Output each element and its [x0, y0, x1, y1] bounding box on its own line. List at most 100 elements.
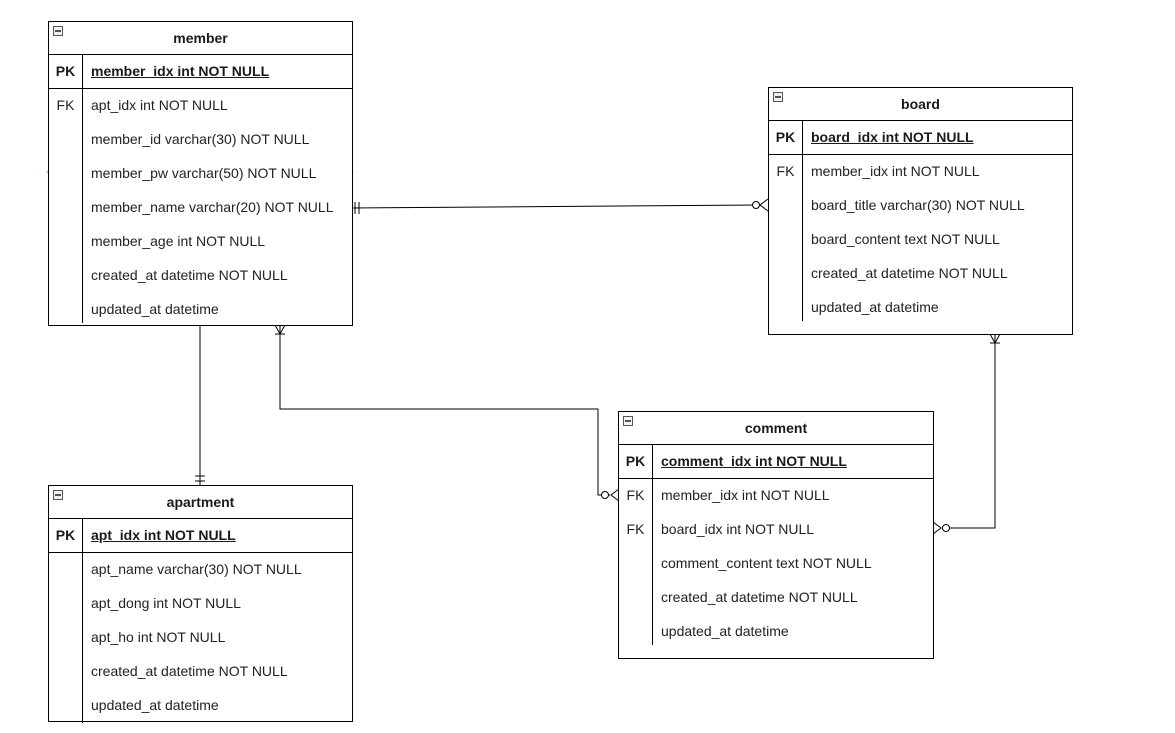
key-label — [49, 191, 82, 225]
attribute-row: board_title varchar(30) NOT NULL — [769, 189, 1072, 223]
attribute-row: updated_at datetime — [49, 689, 352, 723]
attribute-name: board_idx int NOT NULL — [661, 521, 815, 537]
zero-marker — [942, 524, 950, 532]
key-label — [49, 689, 82, 723]
pk-label: PK — [625, 453, 646, 469]
attribute-row: updated_at datetime — [49, 293, 352, 327]
attribute-name: comment_content text NOT NULL — [661, 555, 872, 571]
attribute-row: FK member_idx int NOT NULL — [619, 479, 933, 513]
attribute-row: apt_dong int NOT NULL — [49, 587, 352, 621]
entity-header: board — [769, 88, 1072, 121]
pk-attribute: member_idx int NOT NULL — [91, 63, 270, 79]
fk-label: FK — [56, 97, 75, 113]
attribute-name: updated_at datetime — [661, 623, 789, 639]
attribute-row: FK apt_idx int NOT NULL — [49, 89, 352, 123]
attribute-name: apt_dong int NOT NULL — [91, 595, 241, 611]
collapse-icon[interactable] — [53, 490, 63, 500]
attribute-row: FK board_idx int NOT NULL — [619, 513, 933, 547]
attribute-row: member_age int NOT NULL — [49, 225, 352, 259]
attribute-row: apt_ho int NOT NULL — [49, 621, 352, 655]
attribute-row: created_at datetime NOT NULL — [49, 259, 352, 293]
attribute-list: FK apt_idx int NOT NULL member_id varcha… — [49, 89, 352, 327]
key-label — [619, 615, 652, 649]
key-label — [619, 547, 652, 581]
entity-header: member — [49, 22, 352, 55]
zero-marker — [601, 491, 609, 499]
key-label — [49, 123, 82, 157]
entity-title: board — [901, 96, 940, 112]
entity-comment[interactable]: comment PK comment_idx int NOT NULL FK m… — [618, 411, 934, 659]
attribute-name: updated_at datetime — [91, 301, 219, 317]
relationship-board-comment[interactable] — [932, 333, 1001, 535]
pk-attribute: board_idx int NOT NULL — [811, 129, 974, 145]
attribute-list: apt_name varchar(30) NOT NULL apt_dong i… — [49, 553, 352, 723]
attribute-name: apt_name varchar(30) NOT NULL — [91, 561, 302, 577]
attribute-name: updated_at datetime — [811, 299, 939, 315]
attribute-row: created_at datetime NOT NULL — [619, 581, 933, 615]
key-label — [619, 581, 652, 615]
crowfoot-marker — [759, 198, 769, 212]
pk-label: PK — [55, 63, 76, 79]
crowfoot-marker — [932, 521, 942, 535]
key-label — [769, 223, 802, 257]
attribute-name: created_at datetime NOT NULL — [661, 589, 858, 605]
key-label — [769, 257, 802, 291]
attribute-name: apt_ho int NOT NULL — [91, 629, 226, 645]
relationship-member-comment[interactable] — [274, 324, 620, 502]
key-label — [769, 291, 802, 325]
entity-title: comment — [744, 420, 808, 436]
relationship-member-board[interactable] — [351, 198, 769, 214]
attribute-name: member_id varchar(30) NOT NULL — [91, 131, 310, 147]
pk-label: PK — [775, 129, 796, 145]
entity-member[interactable]: member PK member_idx int NOT NULL FK apt… — [48, 21, 353, 326]
attribute-row: board_content text NOT NULL — [769, 223, 1072, 257]
entity-board[interactable]: board PK board_idx int NOT NULL FK membe… — [768, 87, 1073, 335]
attribute-list: FK member_idx int NOT NULL FK board_idx … — [619, 479, 933, 649]
pk-attribute: comment_idx int NOT NULL — [661, 453, 847, 469]
zero-marker — [752, 201, 760, 209]
attribute-name: member_idx int NOT NULL — [811, 163, 980, 179]
attribute-row: member_name varchar(20) NOT NULL — [49, 191, 352, 225]
key-label — [49, 587, 82, 621]
attribute-name: board_content text NOT NULL — [811, 231, 1000, 247]
collapse-icon[interactable] — [773, 92, 783, 102]
attribute-name: created_at datetime NOT NULL — [91, 663, 288, 679]
attribute-name: member_pw varchar(50) NOT NULL — [91, 165, 317, 181]
key-label — [769, 189, 802, 223]
attribute-name: updated_at datetime — [91, 697, 219, 713]
attribute-name: member_name varchar(20) NOT NULL — [91, 199, 334, 215]
entity-apartment[interactable]: apartment PK apt_idx int NOT NULL apt_na… — [48, 485, 353, 723]
key-label — [49, 293, 82, 327]
collapse-icon[interactable] — [53, 26, 63, 36]
pk-label: PK — [55, 527, 76, 543]
primary-key-row: PK apt_idx int NOT NULL — [49, 519, 352, 553]
crowfoot-marker — [610, 488, 620, 502]
relationship-member-apartment[interactable] — [195, 325, 205, 486]
key-label — [49, 655, 82, 689]
key-label — [49, 621, 82, 655]
entity-header: apartment — [49, 486, 352, 519]
attribute-name: member_age int NOT NULL — [91, 233, 266, 249]
entity-title: apartment — [166, 494, 235, 510]
attribute-row: updated_at datetime — [619, 615, 933, 649]
key-label — [49, 157, 82, 191]
fk-label: FK — [626, 521, 645, 537]
attribute-row: updated_at datetime — [769, 291, 1072, 325]
primary-key-row: PK member_idx int NOT NULL — [49, 55, 352, 89]
primary-key-row: PK comment_idx int NOT NULL — [619, 445, 933, 479]
attribute-name: created_at datetime NOT NULL — [91, 267, 288, 283]
attribute-list: FK member_idx int NOT NULL board_title v… — [769, 155, 1072, 325]
attribute-name: created_at datetime NOT NULL — [811, 265, 1008, 281]
attribute-row: created_at datetime NOT NULL — [769, 257, 1072, 291]
entity-title: member — [173, 30, 228, 46]
key-label — [49, 225, 82, 259]
attribute-row: FK member_idx int NOT NULL — [769, 155, 1072, 189]
key-label — [49, 259, 82, 293]
attribute-row: member_id varchar(30) NOT NULL — [49, 123, 352, 157]
pk-attribute: apt_idx int NOT NULL — [91, 527, 236, 543]
attribute-row: apt_name varchar(30) NOT NULL — [49, 553, 352, 587]
collapse-icon[interactable] — [623, 416, 633, 426]
attribute-row: created_at datetime NOT NULL — [49, 655, 352, 689]
attribute-row: member_pw varchar(50) NOT NULL — [49, 157, 352, 191]
